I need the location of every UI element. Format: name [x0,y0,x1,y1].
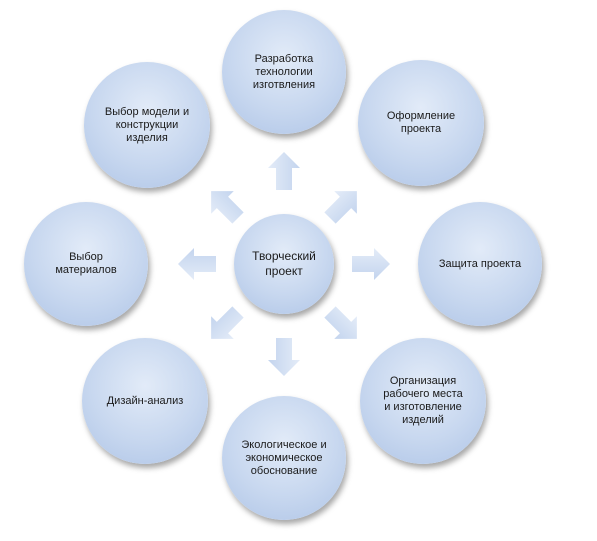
node-razrabotka: Разработка технологии изготвления [222,10,346,134]
node-label: Выбор модели и конструкции изделия [104,105,190,144]
arrow-down-left [199,300,250,351]
arrow-down-right [318,300,369,351]
node-vybor-materialov: Выбор материалов [24,202,148,326]
node-vybor-modeli: Выбор модели и конструкции изделия [84,62,210,188]
center-node: Творческий проект [234,214,334,314]
node-label: Организация рабочего места и изготовлени… [383,375,463,426]
node-dizain: Дизайн-анализ [82,338,208,464]
node-zashchita: Защита проекта [418,202,542,326]
node-ekologicheskoe: Экологическое и экономическое обосновани… [222,396,346,520]
center-node-label: Творческий проект [252,249,316,278]
arrow-down [268,338,300,376]
arrow-up [268,152,300,190]
arrow-up-left [199,179,250,230]
node-label: Дизайн-анализ [106,394,184,407]
node-label: Защита проекта [438,257,522,270]
arrow-up-right [318,179,369,230]
node-organizatsiya: Организация рабочего места и изготовлени… [360,338,486,464]
node-label: Выбор материалов [55,251,117,276]
node-label: Экологическое и экономическое обосновани… [241,438,327,477]
node-oformlenie: Оформление проекта [358,60,484,186]
arrow-left [178,248,216,280]
arrow-right [352,248,390,280]
node-label: Оформление проекта [386,110,456,135]
node-label: Разработка технологии изготвления [252,52,316,91]
